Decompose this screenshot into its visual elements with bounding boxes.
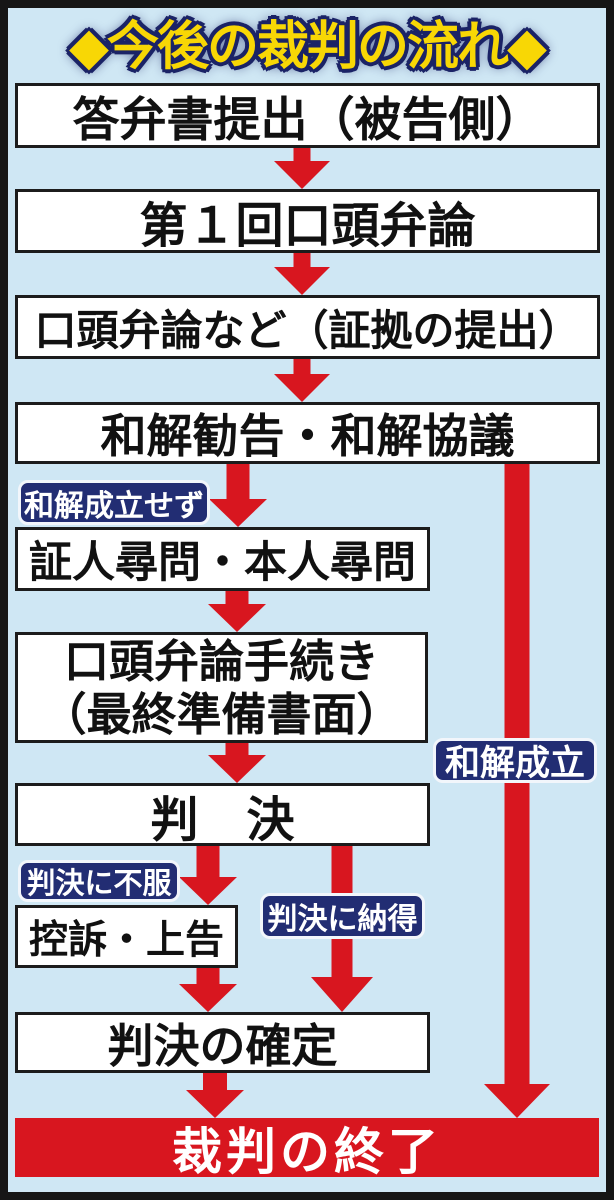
flow-box-label-line2: （最終準備書面）: [41, 687, 402, 741]
flow-box-oral-arguments-evidence: 口頭弁論など（証拠の提出）: [15, 295, 600, 359]
flow-box-label: 口頭弁論手続き: [63, 634, 379, 688]
flow-box-label: 控訴・上告: [28, 916, 224, 963]
tag-accepted: 判決に納得: [260, 893, 425, 939]
tag-no-settlement: 和解成立せず: [18, 480, 210, 525]
page-title: ◆今後の裁判の流れ◆: [69, 17, 547, 77]
flow-box-label: 判 決: [150, 791, 295, 848]
flow-box-first-oral-argument: 第１回口頭弁論: [15, 189, 600, 254]
flow-box-witness-examination: 証人尋問・本人尋問: [15, 527, 430, 591]
tag-dissatisfied: 判決に不服: [18, 860, 180, 902]
flow-box-label: 証人尋問・本人尋問: [29, 538, 416, 588]
flow-box-final-judgment: 判決の確定: [15, 1012, 430, 1073]
end-banner-label: 裁判の終了: [172, 1121, 442, 1181]
flow-box-judgment: 判 決: [15, 783, 430, 848]
flow-box-label: 和解勧告・和解協議: [100, 409, 515, 463]
tag-label: 判決に納得: [267, 902, 418, 937]
tag-label: 和解成立せず: [24, 488, 204, 524]
tag-label: 和解成立: [444, 744, 585, 784]
tag-settlement: 和解成立: [433, 738, 597, 784]
flow-box-oral-argument-procedure: 口頭弁論手続き （最終準備書面）: [15, 632, 428, 743]
flow-box-settlement-recommendation: 和解勧告・和解協議: [15, 402, 600, 464]
flow-box-appeal: 控訴・上告: [15, 905, 238, 968]
end-banner: 裁判の終了: [15, 1118, 599, 1181]
flow-box-label: 判決の確定: [107, 1018, 338, 1073]
flow-box-answer-submission: 答弁書提出（被告側）: [15, 83, 600, 148]
tag-label: 判決に不服: [26, 866, 172, 900]
flow-box-label: 第１回口頭弁論: [139, 198, 476, 254]
flow-box-label: 答弁書提出（被告側）: [72, 93, 543, 148]
flow-box-label: 口頭弁論など（証拠の提出）: [34, 305, 581, 355]
